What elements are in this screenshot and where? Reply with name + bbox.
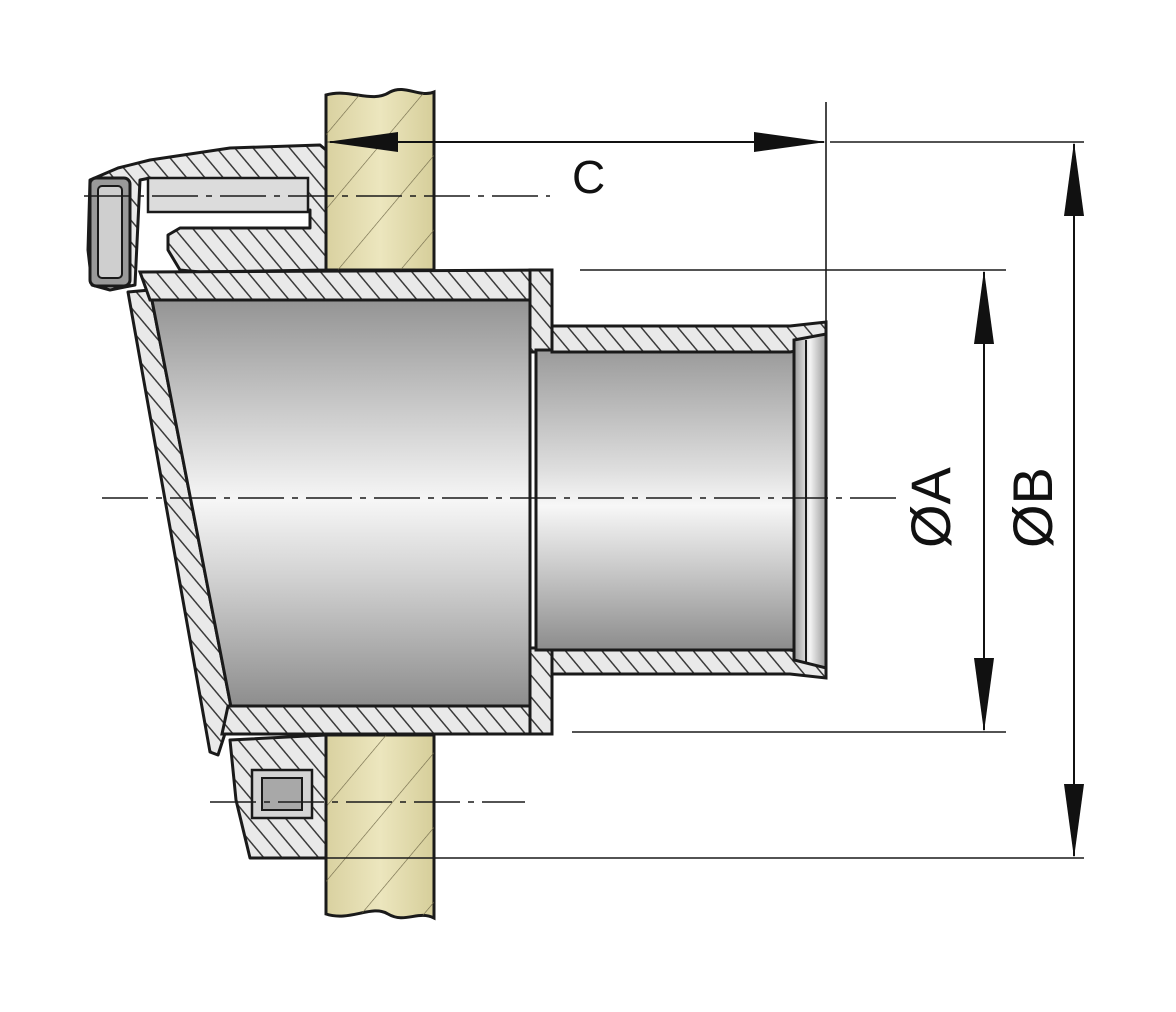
dimension-c: C — [326, 102, 827, 330]
dim-c-arrow-left — [326, 132, 398, 152]
hose-barrel — [534, 320, 828, 680]
bottom-flange — [228, 733, 328, 860]
dimension-b: ØB — [250, 141, 1084, 859]
dim-b-label: ØB — [1001, 467, 1064, 548]
center-lines — [84, 195, 900, 803]
main-body — [137, 268, 572, 736]
dim-c-arrow-right — [754, 132, 826, 152]
dim-a-arrow-bottom — [974, 658, 994, 732]
dim-a-arrow-top — [974, 270, 994, 344]
hull-wall-bottom — [324, 733, 436, 921]
top-flange — [86, 143, 328, 292]
dim-b-arrow-bottom — [1064, 784, 1084, 858]
dimension-a: ØA — [572, 269, 1006, 733]
dim-c-label: C — [572, 151, 605, 203]
hull-wall-top — [324, 87, 436, 272]
dim-a-label: ØA — [899, 466, 962, 548]
dim-b-arrow-top — [1064, 142, 1084, 216]
